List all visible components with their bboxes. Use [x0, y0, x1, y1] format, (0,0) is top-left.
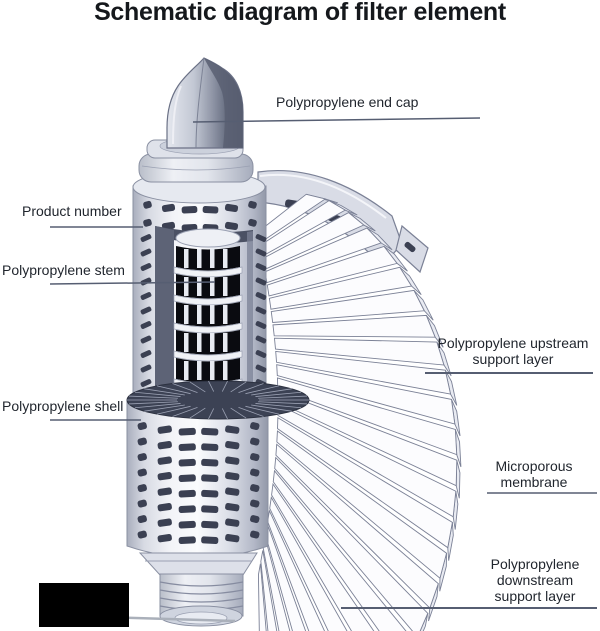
- label-downstream-support: Polypropylene downstream support layer: [490, 556, 580, 604]
- label-upstream-support: Polypropylene upstream support layer: [437, 335, 589, 367]
- pleated-membrane-fan: [257, 193, 462, 631]
- cartridge-body: [126, 170, 310, 627]
- page-title: Schematic diagram of filter element: [94, 0, 506, 26]
- bottom-connector: [138, 552, 258, 627]
- pleat-pack-rim: [126, 380, 310, 420]
- leader-lines: [49, 117, 597, 623]
- label-end-cap: Polypropylene end cap: [276, 94, 419, 110]
- censored-region: [39, 583, 129, 627]
- leader-stem: [49, 281, 216, 285]
- leader-end-cap: [192, 117, 481, 123]
- label-stem: Polypropylene stem: [2, 262, 125, 278]
- end-cap-fin: [166, 57, 244, 149]
- label-product-number: Product number: [22, 203, 122, 219]
- label-shell: Polypropylene shell: [2, 398, 124, 414]
- label-membrane: Microporous membrane: [495, 458, 573, 490]
- inner-stem: [173, 228, 243, 390]
- shell-perforations-lower: [137, 422, 260, 545]
